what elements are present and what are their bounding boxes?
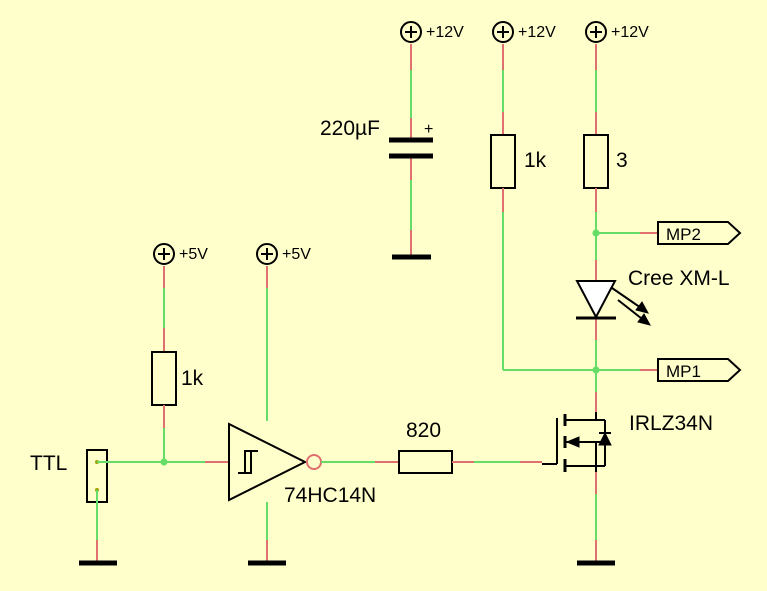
capacitor-polarity: + bbox=[424, 121, 433, 138]
supply-12v-c: +12V bbox=[585, 21, 649, 43]
resistor-1k-5v-value: 1k bbox=[181, 367, 204, 390]
gate-pullup-branch: 1k bbox=[490, 44, 596, 371]
supply-12v-a: +12V bbox=[400, 21, 464, 43]
resistor-3-value: 3 bbox=[616, 149, 628, 172]
supply-plus-icon bbox=[153, 243, 175, 265]
supply-plus-icon bbox=[585, 21, 607, 43]
mp2-label: MP2 bbox=[666, 225, 701, 244]
led-branch: 3 MP2 Cree XM-L MP1 bbox=[542, 44, 742, 566]
resistor-820-value: 820 bbox=[406, 419, 441, 442]
led-symbol bbox=[575, 280, 651, 326]
supply-plus-icon bbox=[400, 21, 422, 43]
mp1-flag bbox=[657, 358, 742, 382]
ttl-connector-branch: TTL bbox=[30, 449, 229, 566]
schmitt-inverter-symbol bbox=[228, 422, 308, 502]
capacitor-symbol bbox=[389, 137, 433, 159]
resistor-1k-12v-value: 1k bbox=[524, 149, 547, 172]
mp1-label: MP1 bbox=[666, 362, 701, 381]
ttl-pullup-branch: 1k bbox=[151, 266, 204, 462]
mosfet-symbol bbox=[542, 412, 612, 472]
supply-plus-icon bbox=[256, 243, 278, 265]
supply-5v-a-label: +5V bbox=[179, 246, 208, 263]
supply-plus-icon bbox=[492, 21, 514, 43]
capacitor-branch: + 220µF bbox=[320, 44, 433, 260]
capacitor-value: 220µF bbox=[320, 117, 380, 140]
supply-12v-b-label: +12V bbox=[518, 24, 556, 41]
supply-12v-b: +12V bbox=[492, 21, 556, 43]
inverter-name: 74HC14N bbox=[284, 484, 376, 507]
supply-5v-b: +5V bbox=[256, 243, 311, 265]
supply-12v-c-label: +12V bbox=[611, 24, 649, 41]
led-name: Cree XM-L bbox=[628, 267, 730, 290]
gate-resistor-branch: 820 bbox=[398, 419, 542, 474]
inverter-branch: 74HC14N bbox=[228, 266, 399, 566]
mp2-flag bbox=[657, 221, 742, 245]
supply-12v-a-label: +12V bbox=[426, 24, 464, 41]
ttl-label: TTL bbox=[30, 452, 67, 475]
mosfet-name: IRLZ34N bbox=[629, 412, 713, 435]
supply-5v-b-label: +5V bbox=[282, 246, 311, 263]
supply-5v-a: +5V bbox=[153, 243, 208, 265]
